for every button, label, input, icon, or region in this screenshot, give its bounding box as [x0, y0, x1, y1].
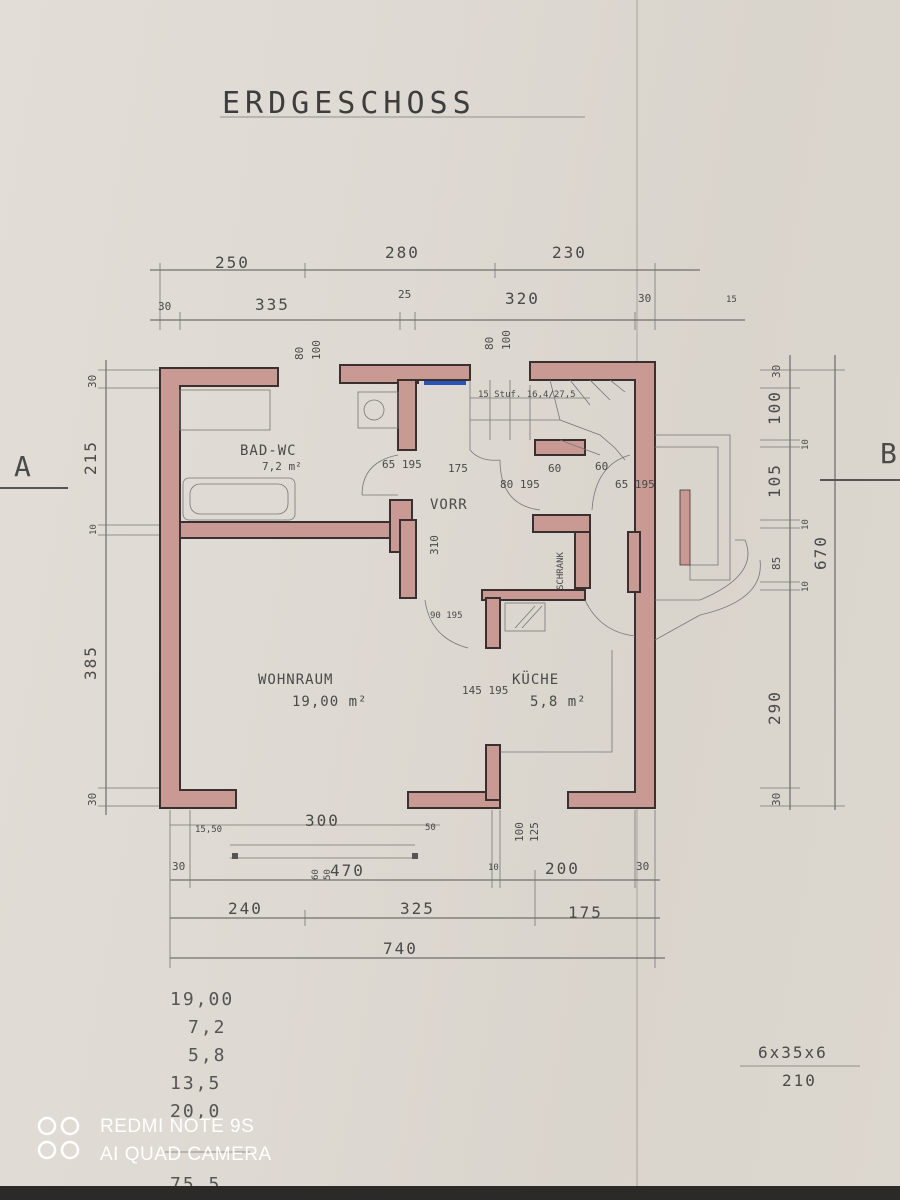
dim-left-5: 30 — [86, 793, 99, 806]
dim-left-3: 10 — [89, 524, 99, 535]
dim-top-3: 230 — [552, 243, 587, 262]
dim-small-100b: 100 — [500, 330, 513, 350]
dim-bottom-1550: 15,50 — [195, 825, 222, 835]
dim-small-100a: 100 — [310, 340, 323, 360]
dim-top2-6: 15 — [726, 295, 737, 305]
staircase — [469, 379, 626, 461]
dim-right-1: 30 — [770, 365, 783, 378]
bathroom-fixtures — [179, 389, 399, 521]
door-label-8: 90 195 — [430, 611, 463, 621]
door-label-2: 175 — [448, 462, 468, 475]
dim-bottom-5: 30 — [636, 860, 649, 873]
dim-right-7: 10 — [801, 581, 811, 592]
camera-logo-icon — [37, 1116, 80, 1160]
door-label-1: 65 195 — [382, 458, 422, 471]
dim-small-80a: 80 — [293, 347, 306, 360]
section-marker-a: A — [14, 450, 31, 483]
kitchen-counter — [504, 602, 546, 632]
door-label-4: 60 — [548, 462, 561, 475]
entry-porch — [654, 434, 761, 641]
room-kueche-area: 5,8 m² — [530, 694, 587, 710]
dim-bottom-4: 200 — [545, 859, 580, 878]
dim-top2-3: 25 — [398, 288, 411, 301]
dim-top2-4: 320 — [505, 289, 540, 308]
dim-right-3: 10 — [801, 439, 811, 450]
bottom-edge — [0, 1186, 900, 1200]
dim-left-1: 30 — [86, 375, 99, 388]
dim-top2-1: 30 — [158, 300, 171, 313]
dim-right-total: 670 — [811, 535, 830, 570]
room-schrank-label: SCHRANK — [556, 551, 566, 590]
door-label-6: 65 195 — [615, 478, 655, 491]
watermark-line1: REDMI NOTE 9S — [100, 1116, 254, 1137]
room-bad-label: BAD-WC — [240, 443, 297, 459]
section-marker-b: B — [880, 437, 897, 470]
room-wohnraum-area: 19,00 m² — [292, 694, 367, 710]
dim-right-5: 10 — [801, 519, 811, 530]
dim-bottom-3: 10 — [488, 863, 499, 873]
room-wohnraum-label: WOHNRAUM — [258, 672, 333, 688]
room-kueche-label: KÜCHE — [512, 670, 559, 688]
dim-bottom-50b: 50 — [323, 869, 333, 880]
area-list: 19,00 7,2 5,8 13,5 20,0 75,5 — [165, 989, 250, 1195]
camera-watermark: REDMI NOTE 9S AI QUAD CAMERA — [37, 1116, 272, 1165]
dim-left-4: 385 — [81, 645, 100, 680]
watermark-line2: AI QUAD CAMERA — [100, 1144, 272, 1165]
door-label-7: 310 — [428, 535, 441, 555]
dim-bottom2-1: 240 — [228, 899, 263, 918]
dim-top-1: 250 — [215, 253, 250, 272]
area-item: 13,5 — [170, 1073, 221, 1094]
area-item: 20,0 — [170, 1101, 221, 1122]
door-label-5: 60 — [595, 460, 608, 473]
dim-bottom2-2: 325 — [400, 899, 435, 918]
area-item: 7,2 — [188, 1017, 227, 1038]
room-vorr-label: VORR — [430, 497, 468, 513]
dim-bottom-300: 300 — [305, 811, 340, 830]
dim-right-9: 30 — [770, 793, 783, 806]
dim-bottom2-3: 175 — [568, 903, 603, 922]
plan-title: ERDGESCHOSS — [222, 86, 476, 121]
dim-top2-5: 30 — [638, 292, 651, 305]
interior-walls — [179, 379, 641, 649]
dim-bottom-125: 125 — [528, 822, 541, 842]
dim-bottom-total: 740 — [383, 939, 418, 958]
dim-bottom-100: 100 — [513, 822, 526, 842]
door-swings — [361, 454, 636, 753]
dim-right-6: 85 — [770, 557, 783, 570]
area-item: 5,8 — [188, 1045, 227, 1066]
dim-bottom-2: 470 — [330, 861, 365, 880]
dim-bottom-1: 30 — [172, 860, 185, 873]
exterior-walls — [159, 361, 656, 809]
dim-left-2: 215 — [81, 440, 100, 475]
dim-top-2: 280 — [385, 243, 420, 262]
dim-bottom-50: 50 — [425, 823, 436, 833]
door-label-3: 80 195 — [500, 478, 540, 491]
note-right-sub: 210 — [782, 1071, 817, 1090]
dim-top2-2: 335 — [255, 295, 290, 314]
area-item: 19,00 — [170, 989, 234, 1010]
dim-bottom-60: 60 — [311, 869, 321, 880]
dim-right-4: 105 — [765, 463, 784, 498]
door-label-9: 145 195 — [462, 684, 508, 697]
dim-small-80b: 80 — [483, 337, 496, 350]
note-right: 6x35x6 — [758, 1043, 828, 1062]
dim-right-8: 290 — [765, 690, 784, 725]
dim-right-2: 100 — [765, 390, 784, 425]
stair-note: 15 Stuf. 16,4/27,5 — [478, 390, 576, 400]
room-bad-area: 7,2 m² — [262, 460, 302, 473]
